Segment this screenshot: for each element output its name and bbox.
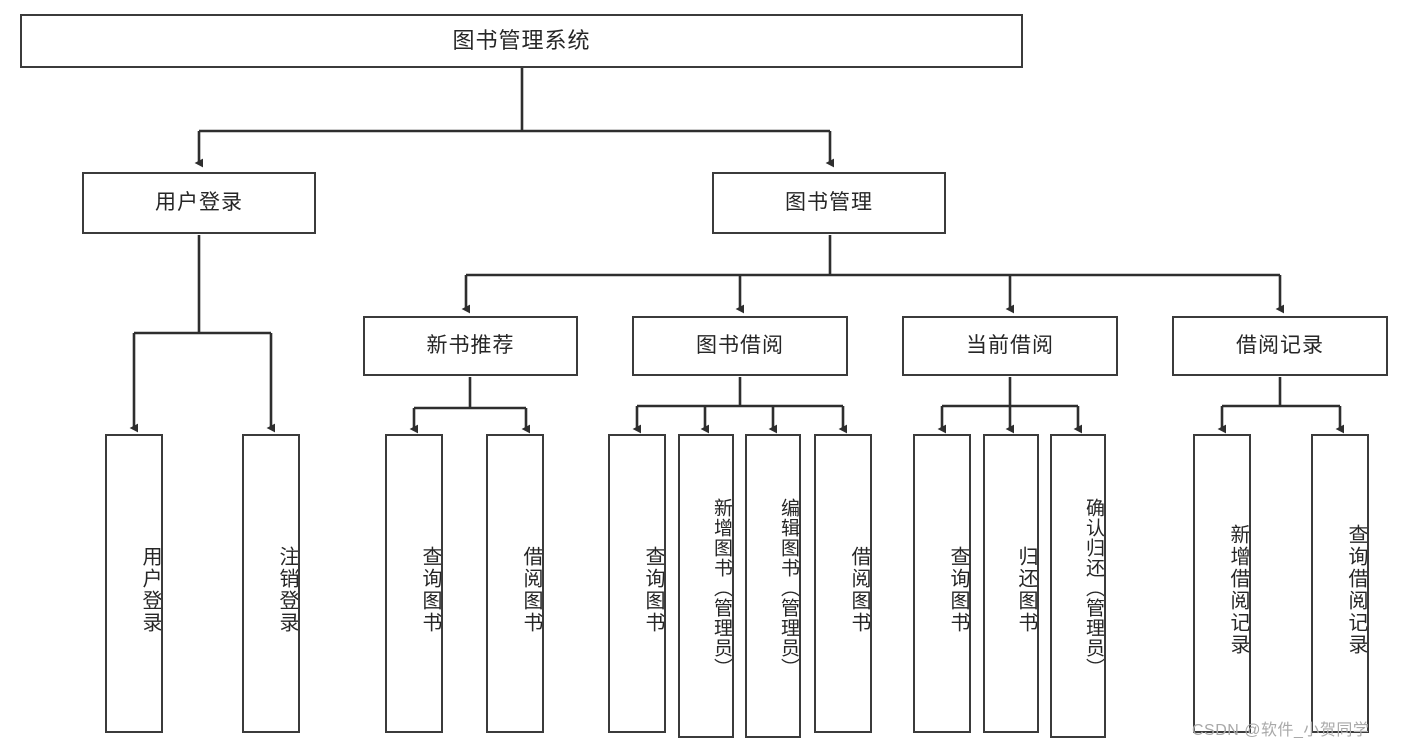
leaf-new-book-borrow[interactable]: 借阅图书 [486,434,544,733]
csdn-watermark: CSDN @软件_小贺同学 [1192,722,1370,739]
leaf-book-borrow-query[interactable]: 查询图书 [608,434,666,733]
node-borrow-record[interactable]: 借阅记录 [1172,316,1388,376]
leaf-borrow-record-query[interactable]: 查询借阅记录 [1311,434,1369,733]
node-current-borrow[interactable]: 当前借阅 [902,316,1118,376]
leaf-user-login-logout[interactable]: 注销登录 [242,434,300,733]
node-root-system[interactable]: 图书管理系统 [20,14,1023,68]
node-user-login[interactable]: 用户登录 [82,172,316,234]
leaf-book-borrow-edit[interactable]: 编辑图书（管理员） [745,434,801,738]
leaf-current-borrow-confirm[interactable]: 确认归还（管理员） [1050,434,1106,738]
leaf-current-borrow-query[interactable]: 查询图书 [913,434,971,733]
node-new-book-recommend[interactable]: 新书推荐 [363,316,578,376]
leaf-user-login-login[interactable]: 用户登录 [105,434,163,733]
leaf-new-book-query[interactable]: 查询图书 [385,434,443,733]
leaf-book-borrow-borrow[interactable]: 借阅图书 [814,434,872,733]
node-book-borrow[interactable]: 图书借阅 [632,316,848,376]
leaf-book-borrow-add[interactable]: 新增图书（管理员） [678,434,734,738]
node-book-management[interactable]: 图书管理 [712,172,946,234]
leaf-current-borrow-return[interactable]: 归还图书 [983,434,1039,733]
leaf-borrow-record-add[interactable]: 新增借阅记录 [1193,434,1251,733]
